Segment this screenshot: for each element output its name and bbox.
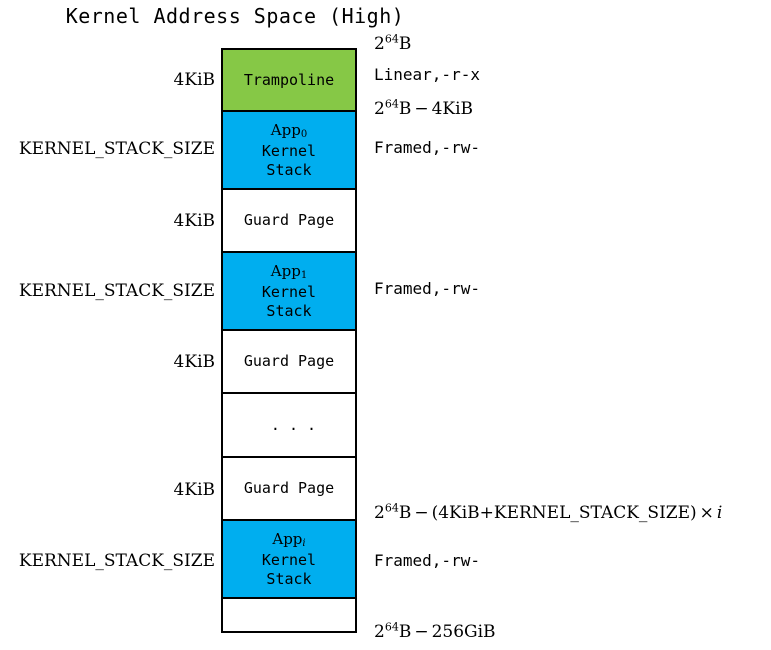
address-minus-4kib-exp: 64 bbox=[384, 97, 399, 111]
region-guard-page-1-label: Guard Page bbox=[243, 352, 335, 370]
address-bottom-rhs: 256GiB bbox=[431, 622, 496, 642]
region-guard-page-i-label: Guard Page bbox=[243, 479, 335, 497]
size-label-appi-kernel-stack: KERNEL_STACK_SIZE bbox=[18, 551, 215, 571]
address-appi-unit: B bbox=[398, 503, 412, 523]
size-label-app0-kernel-stack: KERNEL_STACK_SIZE bbox=[18, 139, 215, 159]
appi-kernel-stack-text: Kernel Stack bbox=[261, 550, 317, 588]
mapping-trampoline: Linear,-r-x bbox=[374, 65, 480, 84]
address-appi-times: × bbox=[699, 503, 714, 523]
region-tail[interactable] bbox=[221, 597, 357, 633]
address-appi-rhs: (4KiB+KERNEL_STACK_SIZE) bbox=[431, 503, 697, 523]
mapping-app0-kernel-stack: Framed,-rw- bbox=[374, 138, 480, 157]
address-top-exp: 64 bbox=[384, 32, 399, 46]
region-trampoline-label: Trampoline bbox=[243, 70, 335, 89]
address-appi-op: − bbox=[414, 503, 429, 523]
size-label-app1-kernel-stack: KERNEL_STACK_SIZE bbox=[18, 281, 215, 301]
size-label-trampoline: 4KiB bbox=[173, 70, 215, 90]
region-guard-page-1[interactable]: Guard Page bbox=[221, 329, 357, 392]
address-appi: 264B−(4KiB+KERNEL_STACK_SIZE)×i bbox=[374, 501, 723, 523]
address-bottom-op: − bbox=[414, 622, 429, 642]
page-title: Kernel Address Space (High) bbox=[65, 4, 405, 28]
address-minus-4kib-op: − bbox=[414, 99, 429, 119]
app0-kernel-stack-text: Kernel Stack bbox=[261, 141, 317, 179]
appi-tag: Appi bbox=[272, 529, 306, 549]
address-bottom-exp: 64 bbox=[384, 620, 399, 634]
address-bottom-unit: B bbox=[398, 622, 412, 642]
address-appi-exp: 64 bbox=[384, 501, 399, 515]
region-guard-page-0[interactable]: Guard Page bbox=[221, 188, 357, 251]
address-bottom-base: 2 bbox=[374, 622, 385, 642]
mapping-appi-kernel-stack: Framed,-rw- bbox=[374, 551, 480, 570]
address-minus-4kib: 264B−4KiB bbox=[374, 97, 474, 119]
app0-tag: App0 bbox=[270, 120, 308, 140]
mapping-app1-kernel-stack: Framed,-rw- bbox=[374, 279, 480, 298]
address-minus-4kib-base: 2 bbox=[374, 99, 385, 119]
app1-tag: App1 bbox=[270, 261, 308, 281]
region-trampoline[interactable]: Trampoline bbox=[221, 48, 357, 110]
address-minus-4kib-rhs: 4KiB bbox=[431, 99, 474, 119]
address-top: 264B bbox=[374, 32, 412, 54]
size-label-guard-page-i: 4KiB bbox=[173, 480, 215, 500]
app1-kernel-stack-text: Kernel Stack bbox=[261, 282, 317, 320]
address-appi-base: 2 bbox=[374, 503, 385, 523]
region-ellipsis: . . . bbox=[221, 392, 357, 456]
address-top-unit: B bbox=[398, 34, 412, 54]
size-label-guard-page-0: 4KiB bbox=[173, 211, 215, 231]
size-label-guard-page-1: 4KiB bbox=[173, 352, 215, 372]
ellipsis-label: . . . bbox=[270, 415, 317, 434]
address-appi-index: i bbox=[716, 503, 723, 523]
region-guard-page-i[interactable]: Guard Page bbox=[221, 456, 357, 519]
region-guard-page-0-label: Guard Page bbox=[243, 211, 335, 229]
address-minus-4kib-unit: B bbox=[398, 99, 412, 119]
address-bottom: 264B−256GiB bbox=[374, 620, 496, 642]
address-top-base: 2 bbox=[374, 34, 385, 54]
